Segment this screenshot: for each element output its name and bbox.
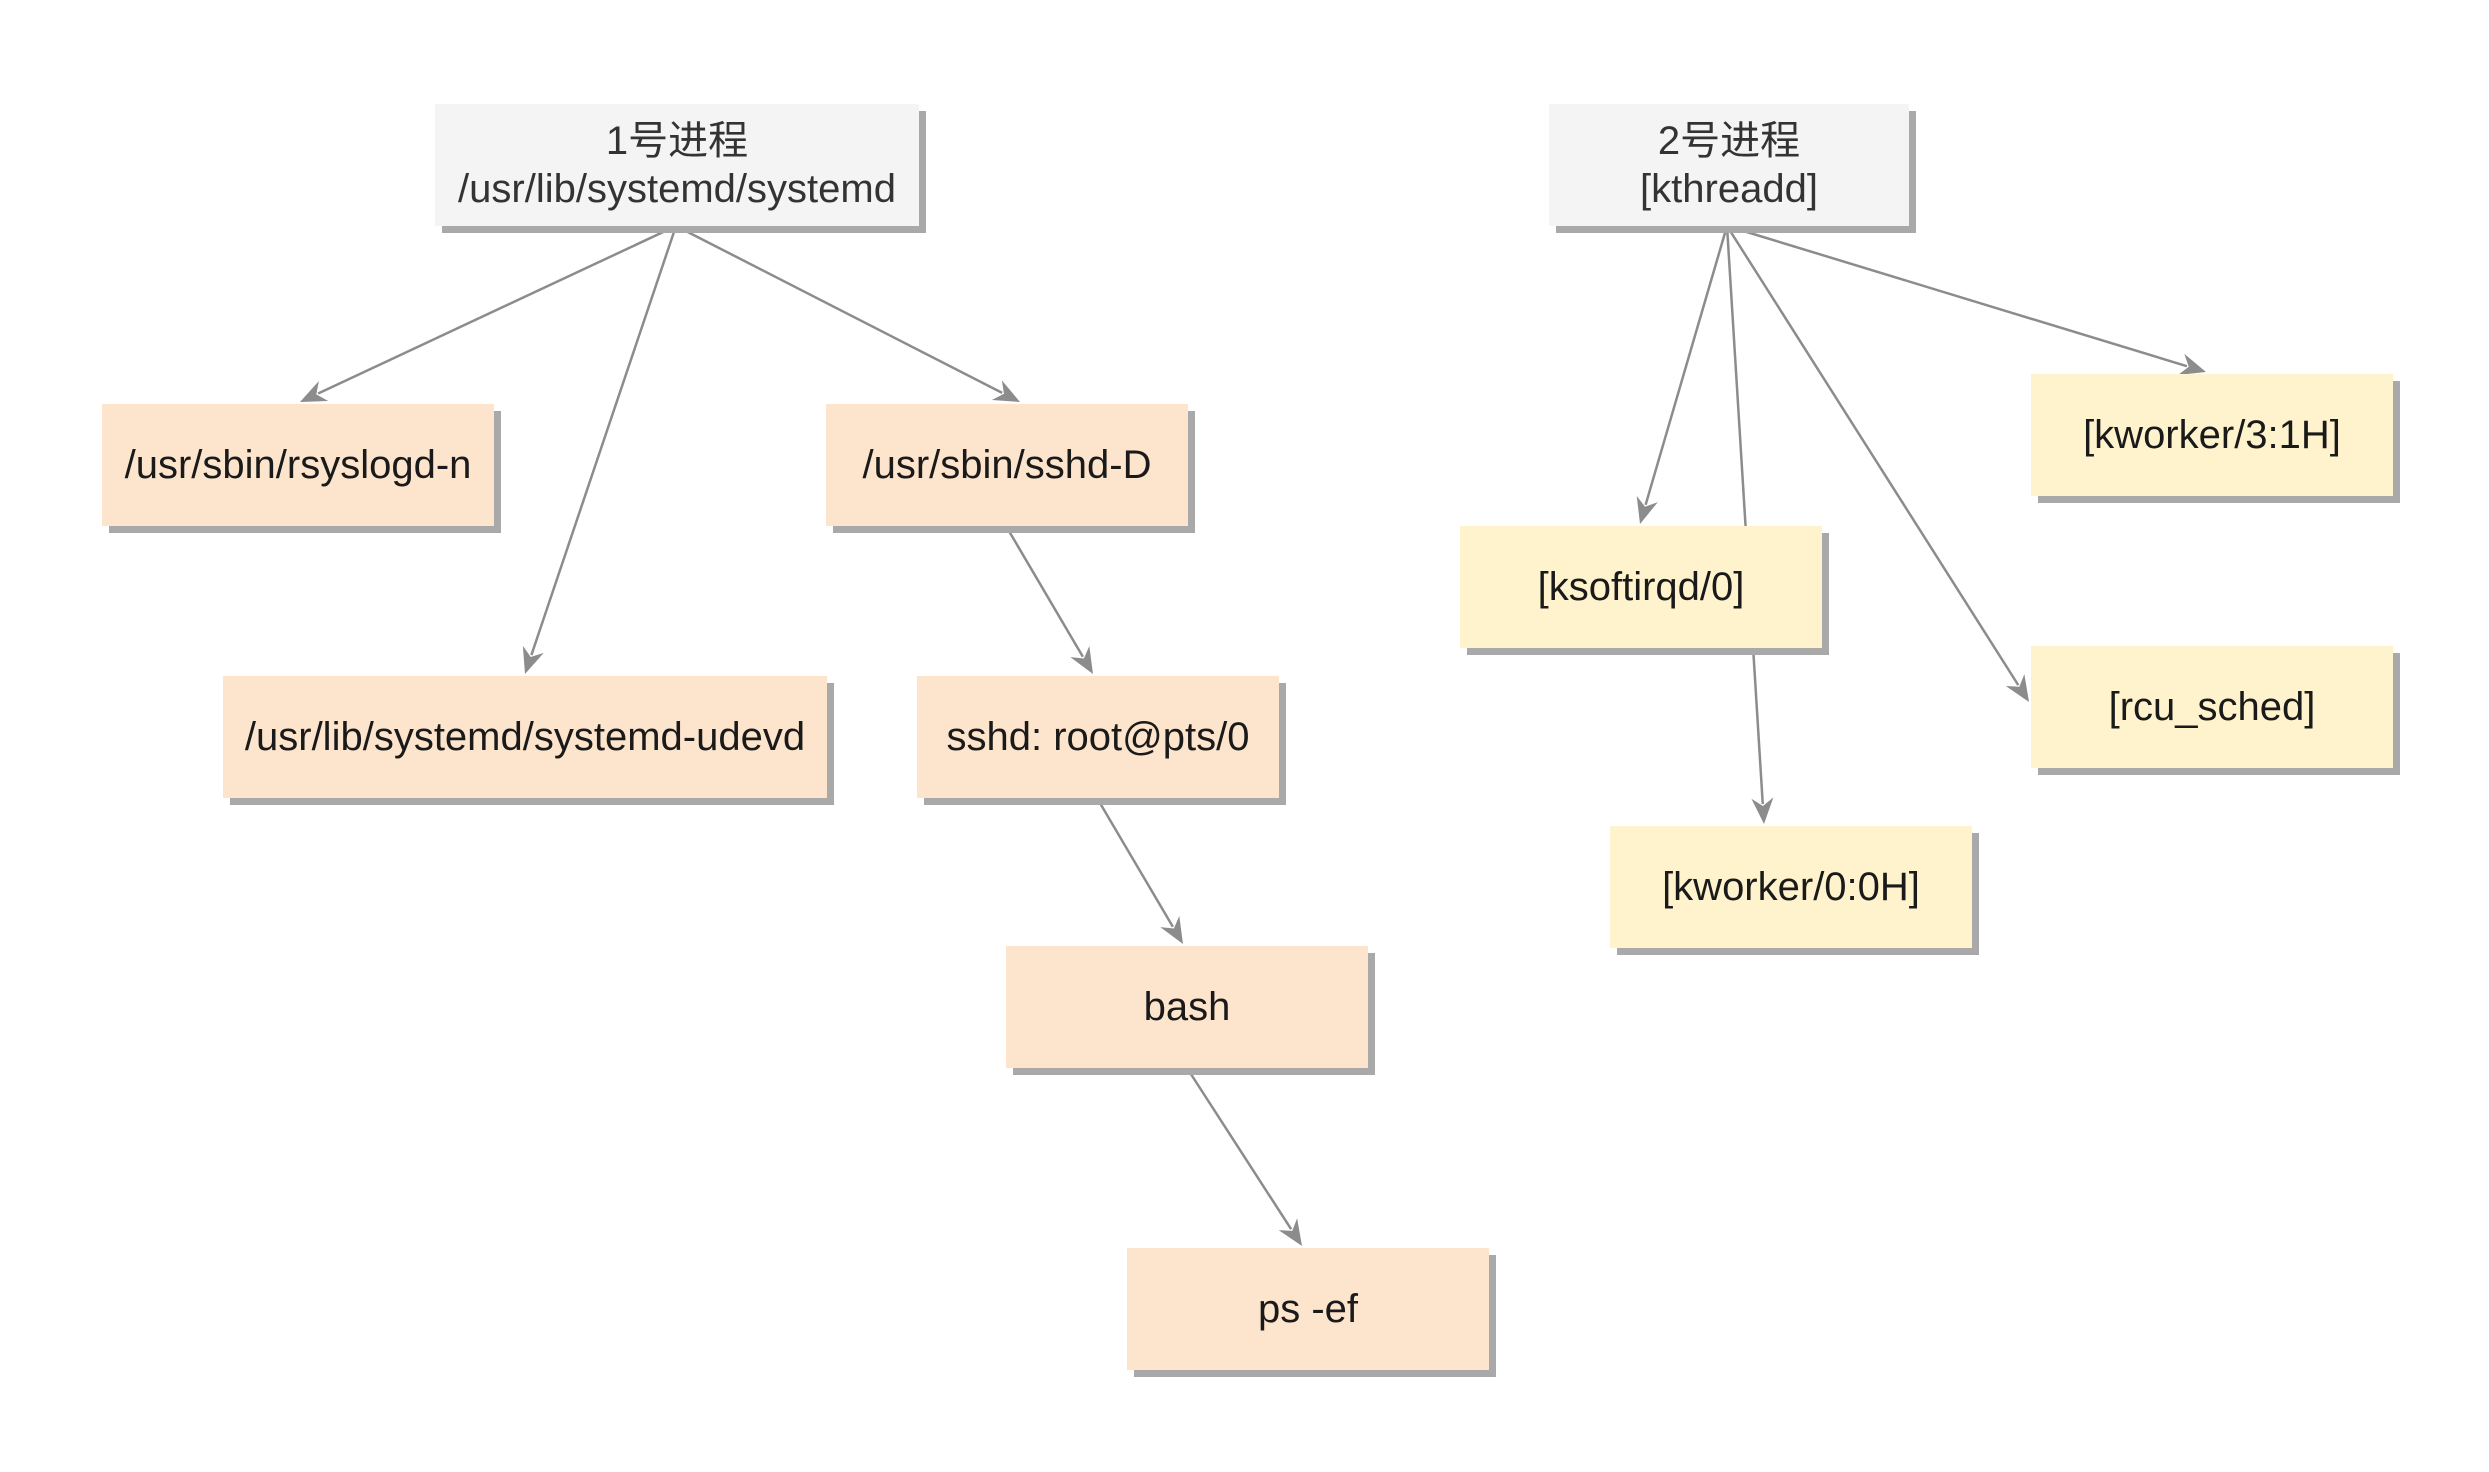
node-systemd-udevd: /usr/lib/systemd/systemd-udevd: [223, 676, 827, 798]
edge-line: [1004, 525, 1084, 658]
node-systemd-udevd-label: /usr/lib/systemd/systemd-udevd: [244, 715, 806, 759]
node-ps-ef-label: ps -ef: [1257, 1287, 1359, 1331]
edge-line: [317, 224, 677, 395]
edge-n1-n5: [522, 225, 678, 674]
edge-line: [1095, 797, 1174, 928]
arrowhead-icon: [522, 645, 544, 674]
node-pid2-title: 2号进程: [1657, 119, 1801, 163]
arrowhead-icon: [1160, 916, 1183, 944]
edge-n7-n8: [1185, 1067, 1302, 1246]
node-pid2-kthreadd: 2号进程 [kthreadd]: [1549, 104, 1909, 226]
edge-n1-n4: [675, 224, 1020, 402]
arrowhead-icon: [1751, 797, 1774, 824]
edge-line: [1725, 225, 1765, 805]
node-pid1-title: 1号进程: [605, 119, 749, 163]
edge-line: [1725, 225, 2020, 686]
arrowhead-icon: [1636, 495, 1658, 524]
node-rsyslogd: /usr/sbin/rsyslogd-n: [102, 404, 494, 526]
node-ps-ef: ps -ef: [1127, 1248, 1489, 1370]
edge-n2-n11: [1725, 225, 2029, 702]
arrowhead-icon: [300, 381, 329, 402]
node-pid2-name: [kthreadd]: [1640, 167, 1818, 211]
edge-line: [1185, 1067, 1293, 1230]
node-rcu-sched: [rcu_sched]: [2031, 646, 2393, 768]
node-ksoftirqd: [ksoftirqd/0]: [1460, 526, 1822, 648]
edge-line: [675, 224, 1003, 395]
arrowhead-icon: [2177, 353, 2206, 375]
edge-n6-n7: [1095, 797, 1183, 944]
arrowhead-icon: [1070, 646, 1093, 674]
node-ksoftirqd-label: [ksoftirqd/0]: [1537, 565, 1745, 609]
arrowhead-icon: [1278, 1218, 1302, 1246]
node-sshd-session: sshd: root@pts/0: [917, 676, 1279, 798]
node-bash-label: bash: [1143, 985, 1231, 1029]
edge-n2-n10: [1636, 225, 1729, 524]
node-sshd-session-label: sshd: root@pts/0: [946, 715, 1250, 759]
node-bash: bash: [1006, 946, 1368, 1068]
node-rsyslogd-label: /usr/sbin/rsyslogd-n: [124, 443, 472, 487]
edge-n2-n12: [1725, 225, 1774, 824]
edge-n4-n6: [1004, 525, 1093, 674]
node-sshd: /usr/sbin/sshd-D: [826, 404, 1188, 526]
arrowhead-icon: [991, 380, 1020, 402]
arrowhead-icon: [2005, 674, 2029, 702]
node-kworker-0-0h-label: [kworker/0:0H]: [1662, 865, 1920, 909]
node-kworker-3-1h: [kworker/3:1H]: [2031, 374, 2393, 496]
node-kworker-0-0h: [kworker/0:0H]: [1610, 826, 1972, 948]
edge-n2-n9: [1726, 224, 2206, 375]
node-pid1-systemd: 1号进程 /usr/lib/systemd/systemd: [435, 104, 919, 226]
node-kworker-3-1h-label: [kworker/3:1H]: [2083, 413, 2341, 457]
node-sshd-label: /usr/sbin/sshd-D: [862, 443, 1152, 487]
edge-n1-n3: [300, 224, 677, 402]
edge-line: [1726, 224, 2188, 368]
node-pid1-path: /usr/lib/systemd/systemd: [458, 167, 896, 211]
edge-line: [530, 225, 678, 656]
edge-line: [1644, 225, 1729, 506]
node-rcu-sched-label: [rcu_sched]: [2108, 685, 2316, 729]
